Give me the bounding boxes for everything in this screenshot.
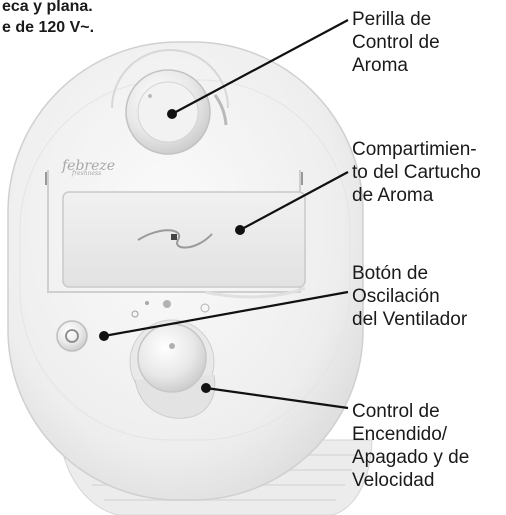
- callout-line: del Ventilador: [352, 309, 468, 330]
- callout-line: Encendido/: [352, 424, 448, 445]
- callout-line: Botón de: [352, 263, 429, 284]
- logo-subtext: freshness: [72, 170, 102, 177]
- callout-line: to del Cartucho: [352, 162, 481, 183]
- callout-scent-knob: Perilla de Control de Aroma: [352, 8, 440, 77]
- callout-line: Compartimien-: [352, 139, 477, 160]
- febreze-logo: febreze freshness: [62, 155, 116, 177]
- leader-dots: [99, 109, 245, 393]
- cartridge-compartment[interactable]: [45, 170, 306, 299]
- logo-text: febreze: [62, 158, 116, 174]
- callout-oscillation: Botón de Oscilación del Ventilador: [352, 262, 467, 331]
- callout-line: Aroma: [352, 55, 408, 76]
- callout-line: Perilla de: [352, 9, 432, 30]
- callout-line: de Aroma: [352, 185, 434, 206]
- leader-lines: [103, 19, 349, 410]
- power-speed-knob[interactable]: [129, 319, 216, 419]
- callout-line: Control de: [352, 32, 440, 53]
- callout-power-speed: Control de Encendido/ Apagado y de Veloc…: [352, 400, 469, 492]
- callout-line: Velocidad: [352, 470, 435, 491]
- callout-line: Oscilación: [352, 286, 440, 307]
- callout-cartridge: Compartimien- to del Cartucho de Aroma: [352, 138, 481, 207]
- instructions-line-2: e de 120 V~.: [2, 19, 95, 36]
- instructions-line-1: eca y plana.: [2, 0, 93, 15]
- callout-line: Control de: [352, 401, 440, 422]
- speed-indicators: [131, 300, 210, 318]
- oscillation-button[interactable]: [56, 320, 88, 352]
- callout-line: Apagado y de: [352, 447, 470, 468]
